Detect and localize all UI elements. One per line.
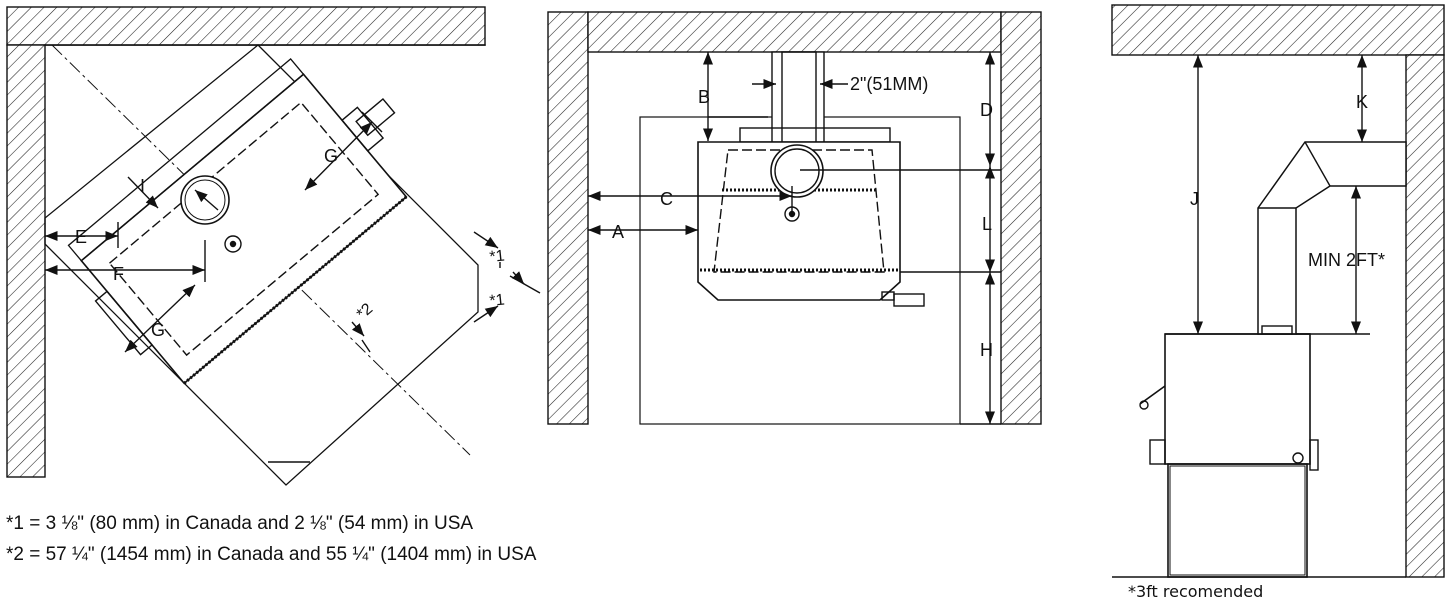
label-g-bottom: G	[151, 320, 165, 340]
label-a: A	[612, 222, 624, 242]
floor-protector-outline	[44, 44, 479, 486]
flue-pipe	[1257, 141, 1407, 335]
stove-body-side	[1164, 333, 1311, 465]
label-f: F	[113, 264, 124, 284]
label-min-height: MIN 2FT*	[1308, 250, 1385, 270]
note-star2: *2 = 57 ¼" (1454 mm) in Canada and 55 ¼"…	[6, 544, 537, 565]
alcove-left-wall-hatch	[547, 11, 589, 425]
alcove-right-wall-hatch	[1000, 11, 1042, 425]
side-elevation-view	[1111, 4, 1445, 578]
footnote-recommended: *3ft recomended	[1128, 582, 1264, 601]
label-e: E	[75, 227, 87, 247]
label-pipe-width: 2"(51MM)	[850, 74, 928, 94]
label-star1-bottom: *1	[489, 291, 506, 309]
alcove-top-wall-hatch	[587, 11, 1002, 53]
label-l: L	[982, 214, 992, 234]
label-star2: *2	[354, 300, 377, 323]
note-star1: *1 = 3 ⅛" (80 mm) in Canada and 2 ⅛" (54…	[6, 513, 474, 534]
label-k: K	[1356, 92, 1368, 112]
top-wall-hatch	[6, 6, 486, 46]
rear-wall-hatch	[1405, 54, 1445, 578]
stove-top-front	[697, 141, 901, 301]
label-d: D	[980, 100, 993, 120]
label-h: H	[980, 340, 993, 360]
label-j: J	[1190, 189, 1199, 209]
ceiling-hatch	[1111, 4, 1445, 56]
label-star1-top: *1	[489, 247, 506, 265]
label-b: B	[698, 87, 710, 107]
label-g-top: G	[324, 146, 338, 166]
stove-top-corner	[67, 58, 408, 385]
corner-installation-view	[6, 6, 541, 486]
stove-pedestal	[1167, 463, 1308, 578]
label-c: C	[660, 189, 673, 209]
label-i: I	[140, 176, 145, 196]
left-wall-hatch	[6, 44, 46, 478]
parallel-installation-view	[547, 11, 1042, 425]
